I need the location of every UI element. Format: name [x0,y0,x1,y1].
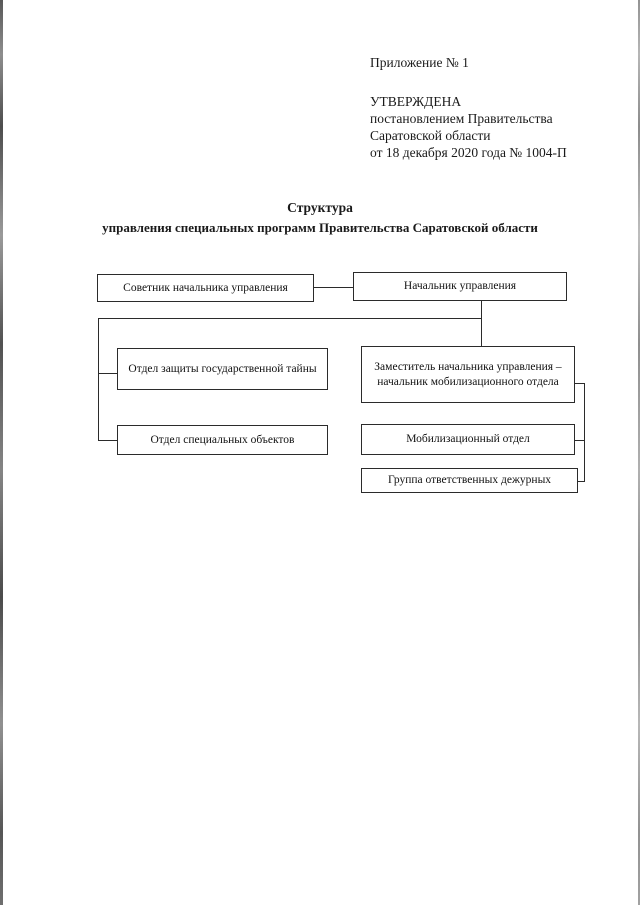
node-secrecy-department[interactable]: Отдел защиты государственной тайны [117,348,328,390]
connector-stub-dutygroup [578,481,585,482]
scan-edge-left [0,0,3,905]
connector-deputy-drop [481,318,482,346]
node-special-objects-department[interactable]: Отдел специальных объектов [117,425,328,455]
connector-left-trunk [98,318,99,440]
connector-head-drop [481,301,482,319]
approval-line-3: от 18 декабря 2020 года № 1004-П [370,145,567,160]
connector-stub-deputy [575,383,585,384]
node-deputy-head-label: Заместитель начальника управления – нача… [374,360,562,388]
approval-label: УТВЕРЖДЕНА [370,94,462,109]
appendix-number: Приложение № 1 [370,55,469,70]
approval-line-1: постановлением Правительства [370,111,553,126]
connector-head-advisor [314,287,353,288]
connector-right-trunk [584,383,585,481]
node-head[interactable]: Начальник управления [353,272,567,301]
approval-line-2: Саратовской области [370,128,491,143]
node-mobilization-department[interactable]: Мобилизационный отдел [361,424,575,455]
node-special-objects-department-label: Отдел специальных объектов [150,433,295,446]
connector-main-bus [98,318,482,319]
node-advisor[interactable]: Советник начальника управления [97,274,314,302]
connector-stub-special [98,440,117,441]
node-duty-group[interactable]: Группа ответственных дежурных [361,468,578,493]
page-title-line-1: Структура [287,200,353,215]
node-advisor-label: Советник начальника управления [123,281,288,294]
document-header: Приложение № 1 УТВЕРЖДЕНА постановлением… [370,54,620,161]
page-title-line-2: управления специальных программ Правител… [102,220,538,235]
connector-stub-mobdept [575,440,585,441]
page-title: Структура управления специальных програм… [0,198,640,238]
scan-edge-right [638,0,640,905]
connector-stub-secrecy [98,373,117,374]
node-deputy-head[interactable]: Заместитель начальника управления – нача… [361,346,575,403]
node-duty-group-label: Группа ответственных дежурных [387,474,552,486]
node-head-label: Начальник управления [403,280,517,292]
node-mobilization-department-label: Мобилизационный отдел [406,433,530,445]
node-secrecy-department-label: Отдел защиты государственной тайны [128,362,317,375]
